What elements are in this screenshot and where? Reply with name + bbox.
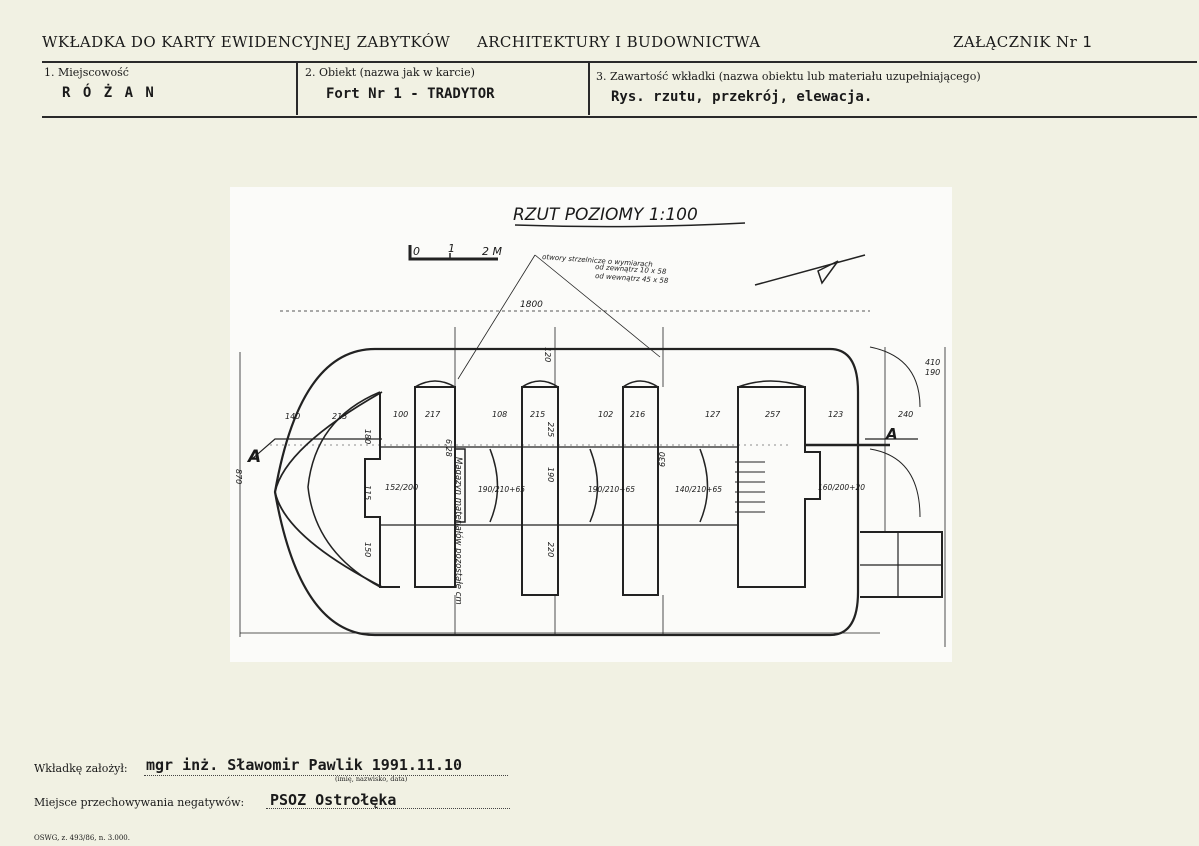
print-code: OSWG, z. 493/86, n. 3.000.	[34, 834, 130, 842]
room-label-4: 140/210+65	[675, 485, 722, 494]
founder-value: mgr inż. Sławomir Pawlik 1991.11.10	[146, 756, 463, 774]
section-marker-left: A	[246, 447, 261, 467]
founder-dotline	[144, 774, 508, 776]
field-divider-1	[296, 63, 298, 115]
header-rule	[42, 61, 1197, 63]
field-3-label: 3. Zawartość wkładki (nazwa obiektu lub …	[596, 70, 981, 83]
floor-plan-drawing: RZUT POZIOMY 1:100 0 1 2 M otwory strzel…	[234, 205, 946, 647]
field-2-value: Fort Nr 1 - TRADYTOR	[326, 86, 495, 102]
dim-123: 123	[828, 410, 843, 419]
founder-hint: (imię, nazwisko, data)	[335, 775, 408, 783]
vdim-220: 220	[546, 542, 555, 557]
storage-room-text: Magazyn materiałów pozostałe cm	[453, 457, 464, 605]
scale-0: 0	[413, 245, 420, 258]
section-marker-right: A	[885, 425, 898, 443]
room-label-1: 152/200	[385, 483, 418, 492]
scale-1: 1	[448, 242, 455, 255]
plan-title: RZUT POZIOMY 1:100	[513, 205, 698, 225]
dim-190: 190	[925, 368, 940, 377]
dim-127: 127	[705, 410, 721, 419]
floor-plan-photo: RZUT POZIOMY 1:100 0 1 2 M otwory strzel…	[230, 187, 952, 662]
dim-108: 108	[492, 410, 507, 419]
overall-dim: 1800	[520, 300, 543, 310]
vdim-150: 150	[363, 542, 372, 557]
vdim-180: 180	[363, 429, 372, 444]
room-label-2: 190/210+65	[478, 485, 525, 494]
dim-216: 216	[630, 410, 645, 419]
dim-215b: 215	[530, 410, 545, 419]
room-label-5: 160/200+20	[818, 483, 865, 492]
dim-102: 102	[598, 410, 613, 419]
vdim-630: 630	[658, 452, 667, 467]
dim-240: 240	[898, 410, 913, 419]
founder-label: Wkładkę założył:	[34, 762, 128, 775]
form-subtitle: ARCHITEKTURY I BUDOWNICTWA	[477, 33, 761, 51]
storage-value: PSOZ Ostrołęka	[270, 791, 397, 809]
room-dim-628: 6,28	[444, 439, 453, 457]
dim-410: 410	[925, 358, 940, 367]
room-label-3: 190/210+65	[588, 485, 635, 494]
annex-label-text: ZAŁĄCZNIK Nr	[953, 33, 1078, 51]
annex-number: 1	[1082, 33, 1093, 51]
dim-257: 257	[765, 410, 781, 419]
vdim-870: 870	[234, 469, 243, 484]
dim-140: 140	[285, 412, 300, 421]
storage-dotline	[266, 807, 510, 809]
field-divider-2	[588, 63, 590, 115]
dim-215a: 215	[332, 412, 347, 421]
field-3-value: Rys. rzutu, przekrój, elewacja.	[611, 89, 873, 105]
vdim-115: 115	[363, 485, 372, 500]
vdim-120: 120	[543, 347, 552, 362]
vdim-225: 225	[546, 422, 555, 437]
storage-label: Miejsce przechowywania negatywów:	[34, 796, 245, 809]
dim-217: 217	[425, 410, 441, 419]
field-1-label: 1. Miejscowość	[44, 66, 129, 79]
scale-2m: 2 M	[482, 245, 502, 258]
dim-100: 100	[393, 410, 408, 419]
field-2-label: 2. Obiekt (nazwa jak w karcie)	[305, 66, 475, 79]
field-1-value: R Ó Ż A N	[62, 85, 156, 101]
vdim-190: 190	[546, 467, 555, 482]
form-title: WKŁADKA DO KARTY EWIDENCYJNEJ ZABYTKÓW	[42, 33, 451, 51]
fields-rule	[42, 116, 1197, 118]
annex-label: ZAŁĄCZNIK Nr 1	[953, 33, 1092, 51]
